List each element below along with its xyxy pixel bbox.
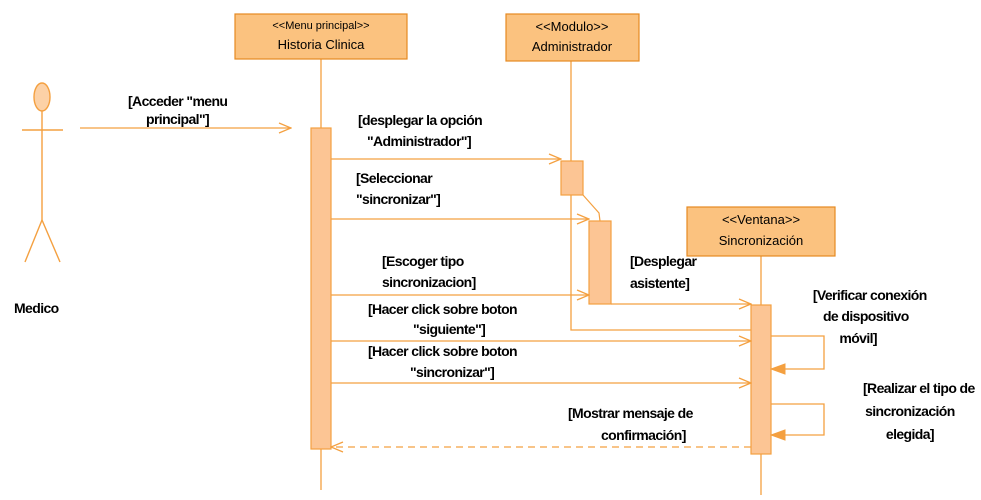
activation-administrador-1 — [560, 160, 584, 196]
activation-connector — [582, 194, 601, 222]
message-label-5: [Desplegar asistente] — [630, 253, 700, 291]
actor-head — [33, 82, 51, 112]
actor-medico — [22, 82, 63, 263]
object-sincronizacion: <<Ventana>> Sincronización — [686, 206, 836, 257]
object-historia-clinica: <<Menu principal>> Historia Clinica — [234, 13, 408, 60]
message-label-8: [Verificar conexión de dispositivo móvil… — [813, 287, 930, 346]
object-name: Administrador — [532, 39, 613, 54]
message-label-9: [Realizar el tipo de sincronización eleg… — [863, 380, 978, 442]
message-label-2: [desplegar la opción "Administrador"] — [358, 112, 485, 149]
message-label-6: [Hacer click sobre boton "siguiente"] — [368, 301, 520, 337]
object-stereotype: <<Menu principal>> — [272, 20, 369, 32]
activation-administrador-2 — [588, 220, 612, 305]
message-label-10: [Mostrar mensaje de confirmación] — [568, 405, 696, 443]
actor-label: Medico — [14, 300, 59, 316]
object-name: Historia Clinica — [278, 37, 365, 52]
self-message-arrow-9 — [771, 403, 825, 435]
administrador-return-line — [570, 305, 751, 331]
self-message-arrow-8 — [771, 335, 825, 369]
object-name: Sincronización — [719, 233, 804, 248]
message-label-7: [Hacer click sobre boton "sincronizar"] — [368, 343, 520, 380]
message-label-1: [Acceder "menu principal"] — [128, 93, 231, 127]
activation-sincronizacion — [750, 304, 772, 455]
activation-historia-clinica — [310, 127, 332, 450]
object-stereotype: <<Ventana>> — [722, 212, 800, 227]
object-administrador: <<Modulo>> Administrador — [505, 13, 640, 62]
message-label-4: [Escoger tipo sincronizacion] — [382, 253, 476, 290]
message-label-3: [Seleccionar "sincronizar"] — [356, 170, 440, 207]
object-stereotype: <<Modulo>> — [535, 19, 608, 34]
